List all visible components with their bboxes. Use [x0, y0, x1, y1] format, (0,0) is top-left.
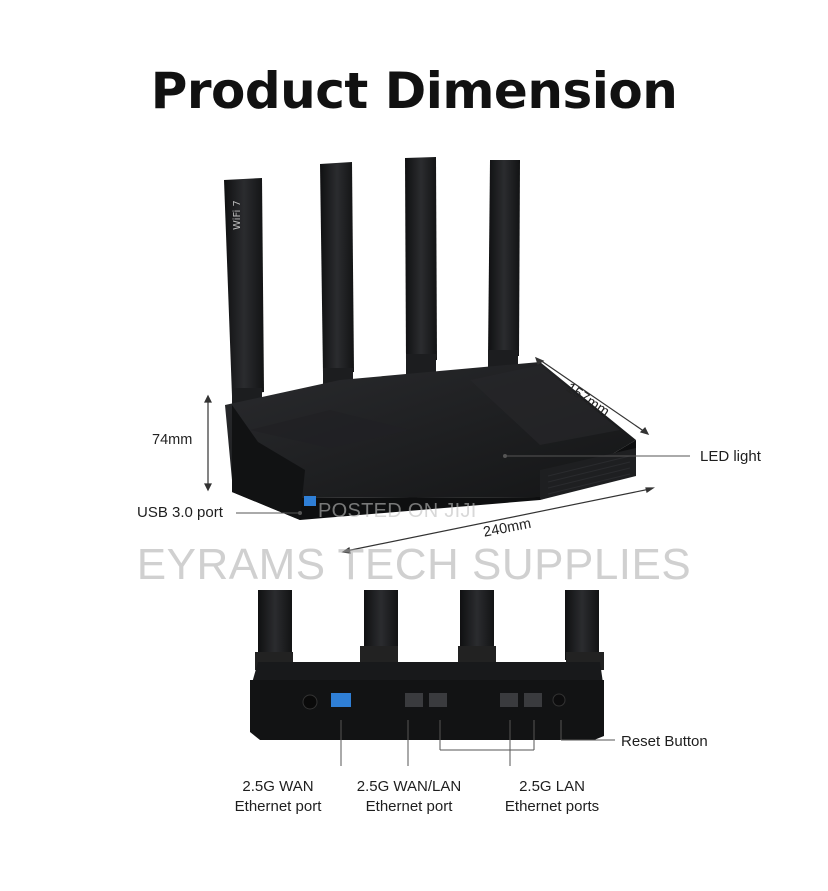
router-body-top — [225, 362, 636, 520]
wan-lan-port-label: 2.5G WAN/LAN Ethernet port — [348, 777, 470, 817]
wan-lan-port-label-line1: 2.5G WAN/LAN — [356, 778, 462, 795]
wifi7-badge: WiFi 7 — [232, 200, 243, 230]
usb-marker — [298, 511, 302, 515]
wan-port-label-line1: 2.5G WAN — [242, 778, 314, 795]
brand-watermark: EYRAMS TECH SUPPLIES — [136, 540, 692, 589]
wan-port-label: 2.5G WAN Ethernet port — [222, 777, 334, 817]
callout-lines-top — [236, 455, 690, 514]
dimension-lines — [204, 356, 655, 554]
reset-button-label: Reset Button — [621, 733, 708, 750]
usb-port-label: USB 3.0 port — [137, 504, 223, 521]
wan-lan-port-label-line2: Ethernet port — [365, 798, 453, 815]
led-light-label: LED light — [700, 448, 761, 465]
router-back-view — [250, 590, 604, 740]
page-title: Product Dimension — [150, 62, 678, 120]
posted-watermark: POSTED ON JIJI — [318, 500, 477, 522]
height-dimension: 74mm — [152, 432, 193, 448]
lan-ports-label: 2.5G LAN Ethernet ports — [494, 777, 610, 817]
lan-ports-label-line1: 2.5G LAN — [519, 778, 585, 795]
wan-port-label-line2: Ethernet port — [234, 798, 322, 815]
led-marker — [503, 454, 507, 458]
callout-lines-bottom — [340, 720, 615, 766]
lan-ports-label-line2: Ethernet ports — [504, 798, 600, 815]
